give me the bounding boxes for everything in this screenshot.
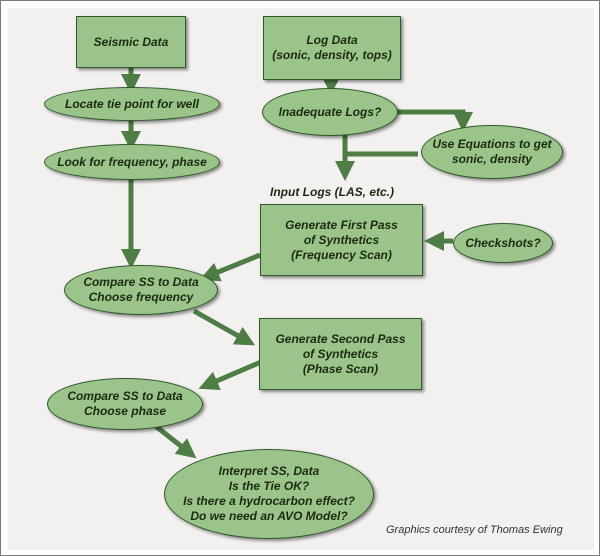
checkshots-ellipse: Checkshots? <box>453 223 553 263</box>
second-pass-box: Generate Second Pass of Synthetics (Phas… <box>259 318 422 390</box>
interpret-label: Interpret SS, Data Is the Tie OK? Is the… <box>183 464 355 523</box>
compare-phase-label: Compare SS to Data Choose phase <box>67 389 183 418</box>
log-data-box: Log Data (sonic, density, tops) <box>263 16 401 80</box>
compare-frequency-ellipse: Compare SS to Data Choose frequency <box>64 265 218 315</box>
checkshots-label: Checkshots? <box>465 235 541 250</box>
diagram-canvas: Seismic Data Log Data (sonic, density, t… <box>8 8 594 550</box>
seismic-data-label: Seismic Data <box>93 34 169 49</box>
locate-tie-label: Locate tie point for well <box>64 96 199 111</box>
inadequate-logs-ellipse: Inadequate Logs? <box>262 88 398 136</box>
look-frequency-ellipse: Look for frequency, phase <box>44 144 220 180</box>
look-frequency-label: Look for frequency, phase <box>57 154 207 169</box>
credit-text: Graphics courtesy of Thomas Ewing <box>386 524 563 536</box>
first-pass-box: Generate First Pass of Synthetics (Frequ… <box>260 204 423 276</box>
arrow-equations-to-input <box>335 151 418 182</box>
connector-layer <box>121 68 473 459</box>
interpret-ellipse: Interpret SS, Data Is the Tie OK? Is the… <box>164 449 374 539</box>
arrow-compare-phase-to-interpret <box>151 422 197 459</box>
arrow-compare-to-second <box>192 308 256 346</box>
inadequate-logs-label: Inadequate Logs? <box>278 104 382 119</box>
seismic-data-box: Seismic Data <box>76 16 186 68</box>
use-equations-label: Use Equations to get sonic, density <box>432 137 552 166</box>
compare-phase-ellipse: Compare SS to Data Choose phase <box>47 378 203 430</box>
locate-tie-ellipse: Locate tie point for well <box>44 87 220 121</box>
first-pass-label: Generate First Pass of Synthetics (Frequ… <box>285 217 398 262</box>
arrow-inadequate-to-equations <box>395 109 473 133</box>
second-pass-label: Generate Second Pass of Synthetics (Phas… <box>275 331 406 376</box>
arrow-second-to-compare-phase <box>198 359 262 391</box>
log-data-label: Log Data (sonic, density, tops) <box>272 33 392 62</box>
arrow-first-to-compare <box>199 252 261 282</box>
compare-frequency-label: Compare SS to Data Choose frequency <box>83 275 199 304</box>
input-logs-label: Input Logs (LAS, etc.) <box>270 185 394 199</box>
use-equations-ellipse: Use Equations to get sonic, density <box>421 125 563 179</box>
